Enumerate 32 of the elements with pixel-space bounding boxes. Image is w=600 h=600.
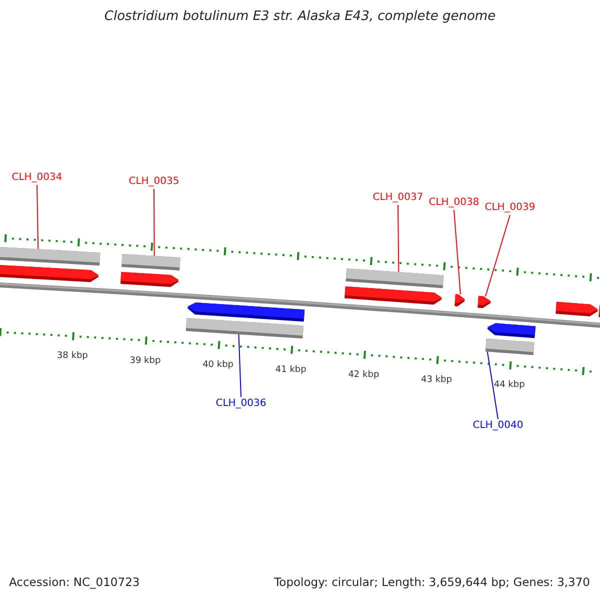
gene-feature bbox=[120, 254, 180, 287]
scale-label: 42 kbp bbox=[348, 370, 380, 381]
gene-label: CLH_0036 bbox=[216, 398, 266, 410]
gene-label: CLH_0038 bbox=[428, 197, 480, 209]
gene-feature bbox=[478, 296, 492, 308]
footer-text: Accession: NC_010723 bbox=[9, 575, 140, 590]
leader-line bbox=[454, 210, 461, 295]
gene-label: CLH_0034 bbox=[12, 172, 62, 184]
scale-label: 39 kbp bbox=[130, 356, 161, 367]
gene-feature bbox=[454, 294, 466, 306]
gene-feature bbox=[556, 302, 598, 316]
gene-feature bbox=[0, 246, 100, 282]
scale-label: 40 kbp bbox=[202, 360, 234, 372]
gene-feature bbox=[344, 268, 444, 305]
scale-label: 43 kbp bbox=[421, 374, 452, 386]
scale-label: 41 kbp bbox=[275, 364, 306, 376]
diagram-title: Clostridium botulinum E3 str. Alaska E43, complete genome bbox=[103, 9, 497, 24]
gene-label: CLH_0039 bbox=[484, 202, 536, 214]
gene-feature bbox=[186, 302, 305, 339]
leader-line bbox=[36, 184, 39, 250]
leader-line bbox=[484, 214, 510, 297]
leader-line bbox=[154, 188, 155, 256]
leader-line bbox=[238, 334, 242, 398]
leader-line bbox=[486, 351, 498, 420]
scale-label: 38 kbp bbox=[56, 351, 88, 362]
gene-label: CLH_0040 bbox=[472, 420, 524, 432]
leader-line bbox=[398, 204, 400, 272]
gene-label: CLH_0035 bbox=[128, 176, 180, 188]
scale-label: 44 kbp bbox=[494, 380, 525, 392]
gene-label: CLH_0037 bbox=[372, 192, 424, 204]
footer-text: Topology: circular; Length: 3,659,644 bp; Genes: 3,370 bbox=[274, 575, 590, 590]
gene-feature bbox=[485, 323, 536, 356]
